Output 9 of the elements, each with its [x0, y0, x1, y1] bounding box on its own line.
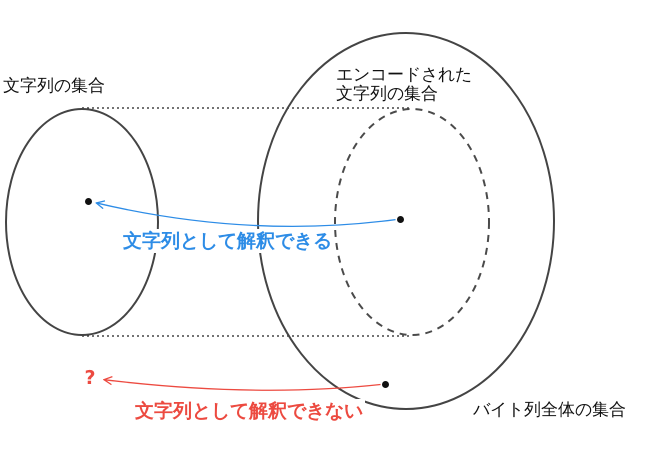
arrow — [103, 376, 381, 391]
set-label: バイト列全体の集合 — [473, 401, 626, 420]
dotted-line — [82, 335, 412, 337]
set-label: 文字列の集合 — [3, 77, 105, 96]
dotted-line — [82, 107, 412, 109]
question-mark: ? — [83, 367, 97, 389]
edge-label: 文字列として解釈できない — [133, 399, 365, 423]
set-label: エンコードされた文字列の集合 — [336, 66, 473, 104]
arrow — [96, 200, 396, 228]
